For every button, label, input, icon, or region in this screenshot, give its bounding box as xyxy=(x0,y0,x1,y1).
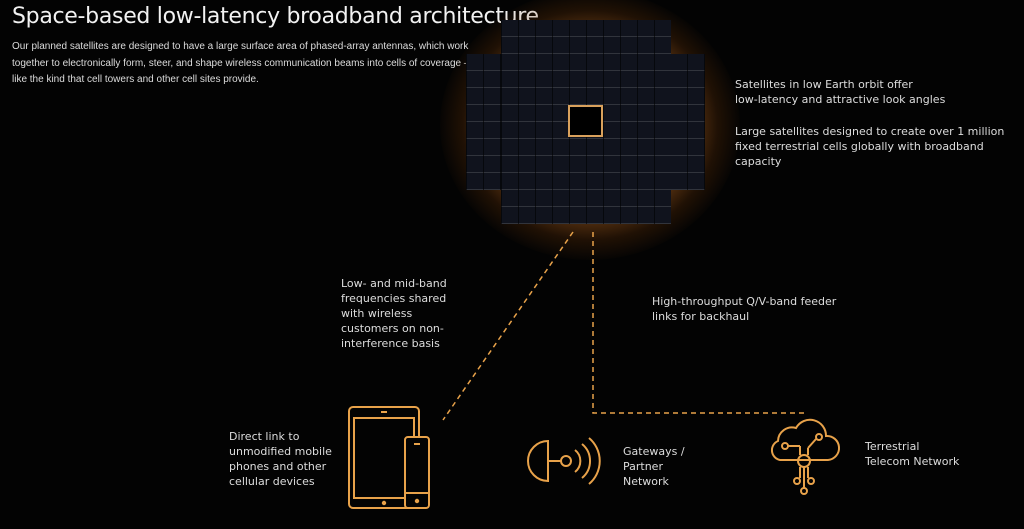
caption-line: Terrestrial xyxy=(865,440,920,453)
leo-caption: Satellites in low Earth orbit offer low-… xyxy=(735,77,945,107)
caption-line: Partner xyxy=(623,460,663,473)
satellite-core xyxy=(568,105,603,137)
bands-caption: Low- and mid-band frequencies shared wit… xyxy=(341,276,447,351)
terrestrial-caption: Terrestrial Telecom Network xyxy=(865,439,959,469)
caption-line: with wireless xyxy=(341,307,413,320)
gateways-caption: Gateways / Partner Network xyxy=(623,444,685,489)
caption-line: customers on non- xyxy=(341,322,444,335)
caption-line: Direct link to xyxy=(229,430,300,443)
caption-line: Telecom Network xyxy=(865,455,960,468)
direct-link-caption: Direct link to unmodified mobile phones … xyxy=(229,429,332,489)
cloud-network-icon xyxy=(770,418,840,495)
caption-line: Gateways / xyxy=(623,445,685,458)
caption-line: capacity xyxy=(735,155,782,168)
direct-link-line xyxy=(442,231,574,421)
large-satellites-caption: Large satellites designed to create over… xyxy=(735,124,1004,169)
page-title: Space-based low-latency broadband archit… xyxy=(12,4,546,29)
caption-line: Network xyxy=(623,475,669,488)
caption-line: frequencies shared xyxy=(341,292,447,305)
caption-line: cellular devices xyxy=(229,475,315,488)
caption-line: unmodified mobile xyxy=(229,445,332,458)
caption-line: low-latency and attractive look angles xyxy=(735,93,946,106)
caption-line: fixed terrestrial cells globally with br… xyxy=(735,140,984,153)
caption-line: Large satellites designed to create over… xyxy=(735,125,1005,138)
caption-line: Low- and mid-band xyxy=(341,277,447,290)
caption-line: links for backhaul xyxy=(652,310,750,323)
caption-line: interference basis xyxy=(341,337,440,350)
caption-line: Satellites in low Earth orbit offer xyxy=(735,78,913,91)
feeder-link-line xyxy=(592,232,805,414)
devices-icon xyxy=(348,406,430,509)
gateway-antenna-icon xyxy=(527,437,601,485)
caption-line: phones and other xyxy=(229,460,327,473)
intro-paragraph: Our planned satellites are designed to h… xyxy=(12,41,488,85)
caption-line: High-throughput Q/V-band feeder xyxy=(652,295,837,308)
feeder-caption: High-throughput Q/V-band feeder links fo… xyxy=(652,294,836,324)
